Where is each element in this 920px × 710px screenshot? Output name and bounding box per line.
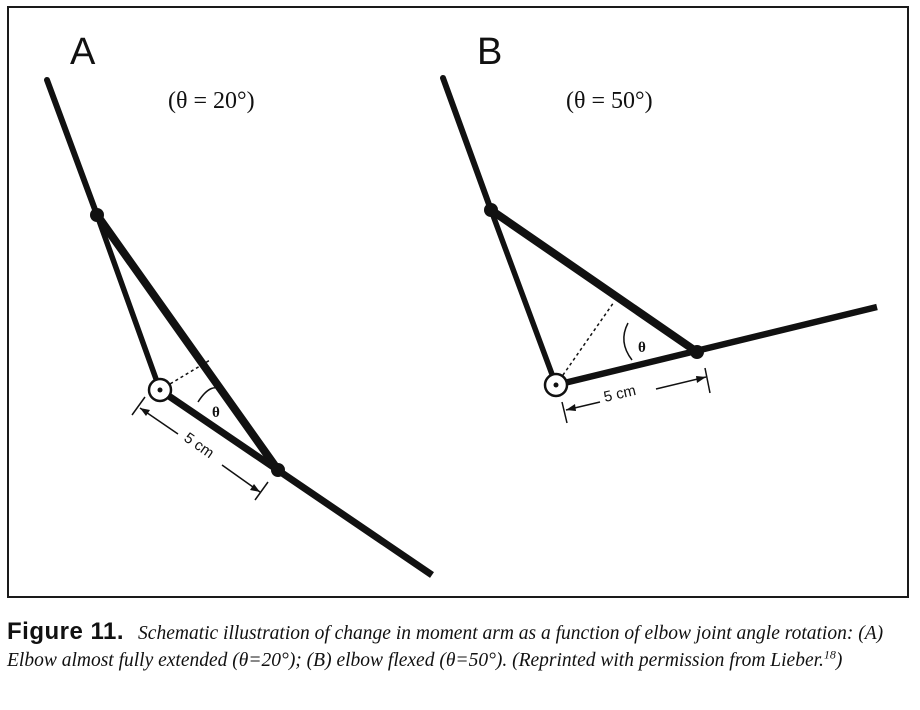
panel-a-theta: θ: [212, 405, 220, 421]
panel-b-muscle: [487, 206, 701, 356]
panel-a-forearm: [158, 387, 434, 578]
panel-a-distance-label: 5 cm: [181, 429, 217, 462]
panel-a-angle-arc: [197, 387, 225, 403]
panel-b-distance-label: 5 cm: [602, 382, 638, 406]
panel-a-letter: A: [70, 31, 96, 73]
panel-a-dimension-tick-start: [131, 396, 146, 416]
panel-b: B (θ = 50°) θ 5 cm: [440, 31, 878, 424]
panel-b-forearm: [555, 303, 878, 389]
panel-b-shoulder-joint: [484, 203, 498, 217]
panel-b-dimension-tick-start: [561, 401, 568, 424]
panel-b-elbow-center: [553, 382, 559, 388]
panel-a-angle-label: (θ = 20°): [168, 88, 255, 114]
panel-b-dimension-tick-end: [704, 367, 711, 394]
panel-b-moment-arm: [555, 301, 615, 386]
panel-b-letter: B: [477, 31, 502, 73]
panel-a-shoulder-joint: [90, 208, 104, 222]
figure-illustration: A (θ = 20°) θ 5 cm B (θ = 50°): [44, 31, 878, 578]
caption-text: Schematic illustration of change in mome…: [7, 623, 884, 671]
panel-b-arrow-right: [696, 376, 706, 383]
panel-a-muscle: [93, 211, 282, 474]
panel-a-arrow-left: [140, 408, 150, 416]
panel-a-upper-arm-lower: [94, 212, 163, 393]
panel-b-insertion-joint: [690, 345, 704, 359]
panel-b-theta: θ: [638, 340, 646, 356]
caption-label: Figure 11.: [7, 618, 125, 645]
panel-b-angle-label: (θ = 50°): [566, 88, 653, 114]
panel-a-elbow-center: [157, 387, 163, 393]
panel-b-upper-arm-lower: [488, 207, 559, 388]
caption-reference: 18: [823, 647, 836, 662]
caption-text-end: ): [835, 650, 843, 671]
figure-caption: Figure 11.Schematic illustration of chan…: [7, 618, 907, 674]
panel-b-angle-arc: [623, 322, 633, 361]
panel-a-arrow-right: [250, 484, 260, 492]
panel-a: A (θ = 20°) θ 5 cm: [44, 31, 434, 578]
panel-b-arrow-left: [566, 404, 576, 411]
panel-b-upper-arm: [440, 75, 494, 213]
panel-a-insertion-joint: [271, 463, 285, 477]
panel-a-upper-arm: [44, 77, 100, 218]
panel-a-dimension-tick-end: [254, 481, 269, 501]
panel-a-moment-arm: [159, 359, 211, 391]
